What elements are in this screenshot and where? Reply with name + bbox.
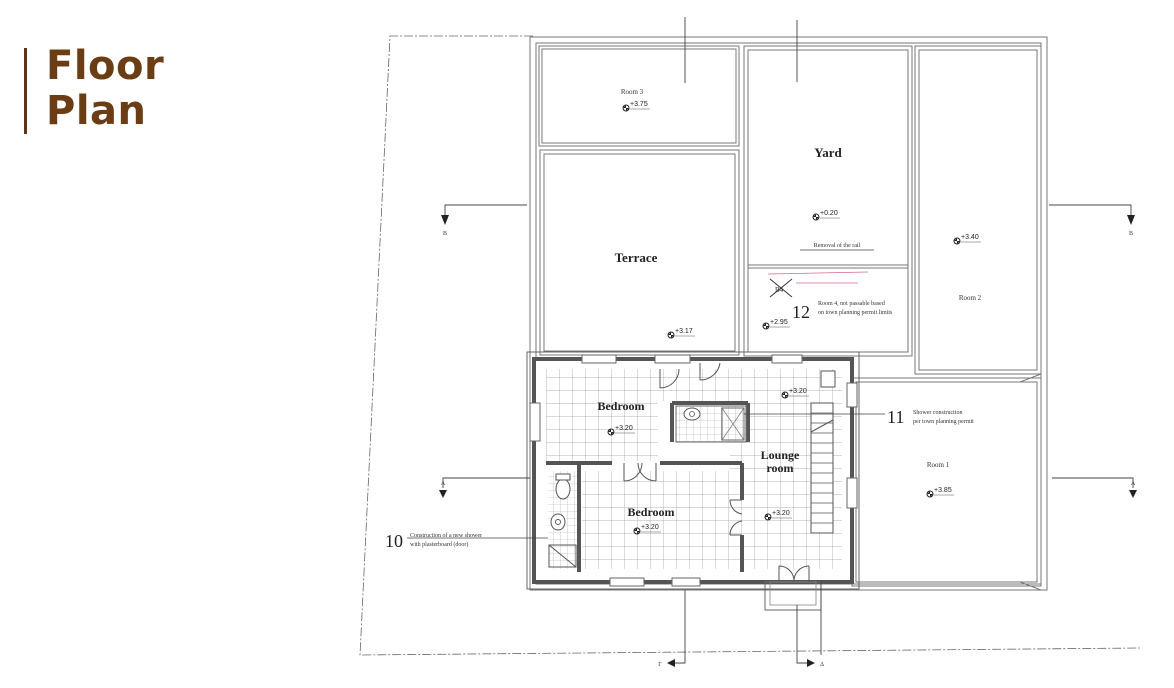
elevation-marker-lounge-bottom: +3.20 (764, 510, 792, 521)
terrace-area (539, 149, 740, 356)
note-leader-lines (407, 249, 885, 539)
interior-walls (546, 401, 750, 572)
section-b-right-label: B (1129, 231, 1133, 237)
section-bottom-right-label: Δ (820, 662, 824, 668)
lounge-label-line-1: Lounge (761, 448, 800, 462)
elevation-marker-yard: +0.20 (812, 210, 840, 221)
yard-label: Yard (814, 145, 842, 160)
title-line-1: Floor (46, 43, 165, 89)
elevation-value-room3: +3.75 (630, 101, 648, 108)
room-1-area (851, 373, 1042, 591)
windows (529, 354, 858, 587)
room-2-area (914, 45, 1042, 375)
note-12-number: 12 (792, 302, 810, 322)
room-labels: Room 3 Yard Terrace Room 2 Room 1 Bedroo… (597, 88, 981, 519)
bedroom-top-label: Bedroom (597, 399, 644, 413)
note-10-line-2: with plasterboard (door) (410, 541, 468, 548)
plan-notes: Removal of the rail B4 12 Room 4, not pa… (385, 242, 974, 551)
section-b-left-label: B (443, 231, 447, 237)
section-a-left-label: A (441, 481, 446, 487)
note-10-number: 10 (385, 531, 403, 551)
title-accent-bar (24, 48, 27, 134)
elevation-marker-bedroom-bottom: +3.20 (633, 524, 661, 535)
bathroom-fixtures (548, 473, 577, 568)
crossed-annotation (767, 271, 869, 298)
section-a-right-label: A (1131, 481, 1136, 487)
crossed-mark-label: B4 (775, 286, 784, 294)
staircase (810, 370, 836, 534)
elevation-value-bedroom-bottom: +3.20 (641, 524, 659, 531)
note-11-number: 11 (887, 407, 904, 427)
elevation-value-lounge-top: +3.20 (789, 388, 807, 395)
yard-area (743, 45, 913, 357)
section-bottom-left-label: Γ (658, 662, 662, 668)
room-1-label: Room 1 (927, 461, 950, 469)
note-12-line-2: on town planning permit limits (818, 310, 893, 316)
bedroom-bottom-label: Bedroom (627, 505, 674, 519)
room-2-label: Room 2 (959, 294, 982, 302)
section-marker-labels: B B A A Γ Δ (441, 231, 1136, 668)
room-3-label: Room 3 (621, 88, 644, 96)
elevation-marker-lounge-top: +3.20 (781, 388, 809, 399)
elevation-marker-terrace: +3.17 (667, 328, 695, 339)
elevation-markers: +3.75 +0.20 +3.40 +3.17 +2.95 +3.20 +3.20 +3.85… (607, 101, 981, 535)
section-marker-arrows (439, 215, 1137, 667)
note-10-line-1: Construction of a new shower (410, 532, 482, 539)
elevation-value-room1: +3.85 (934, 487, 952, 494)
elevation-value-bedroom-top: +3.20 (615, 425, 633, 432)
shower-room (675, 405, 747, 443)
elevation-value-terrace: +3.17 (675, 328, 693, 335)
elevation-marker-room3: +3.75 (622, 101, 650, 112)
door-swings (623, 362, 810, 583)
elevation-marker-room4: +2.95 (762, 319, 790, 330)
title-line-2: Plan (46, 88, 147, 134)
elevation-value-room2: +3.40 (961, 234, 979, 241)
elevation-value-lounge-bottom: +3.20 (772, 510, 790, 517)
site-boundary (359, 35, 1141, 656)
terrace-label: Terrace (615, 250, 658, 265)
note-12-line-1: Room 4, not passable based (818, 301, 885, 307)
elevation-marker-room1: +3.85 (926, 487, 954, 498)
room-3-area (538, 45, 740, 147)
rail-note: Removal of the rail (814, 242, 861, 249)
section-lines (442, 17, 1134, 664)
elevation-marker-room2: +3.40 (953, 234, 981, 245)
note-11-line-1: Shower construction (913, 410, 963, 416)
note-11-line-2: per town planning permit (913, 419, 974, 425)
elevation-value-yard: +0.20 (820, 210, 838, 217)
lounge-label-line-2: room (766, 461, 793, 475)
elevation-value-room4: +2.95 (770, 319, 788, 326)
elevation-marker-bedroom-top: +3.20 (607, 425, 635, 436)
